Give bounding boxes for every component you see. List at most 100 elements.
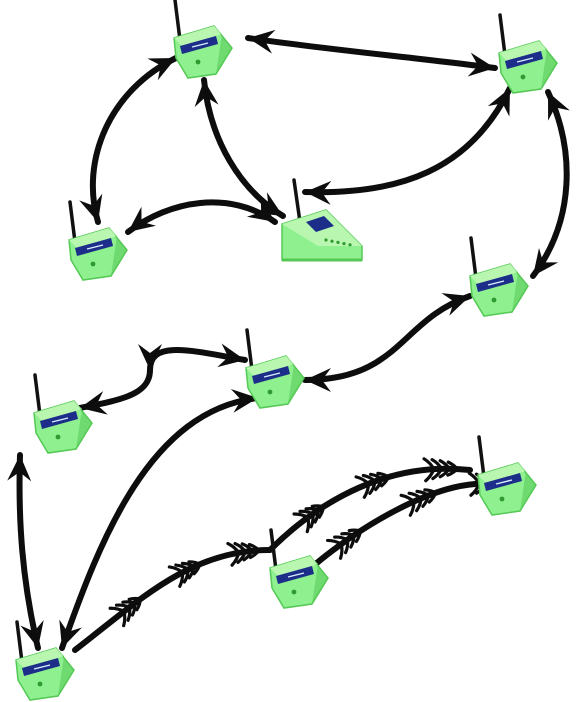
link-n7-n8-barb-1-2b [180, 561, 196, 569]
link-n7-n8-barb-0-1a [126, 605, 132, 622]
sensor-node-n3-top-face [69, 228, 117, 248]
link-n2-n4-arrowhead-end [533, 248, 559, 276]
link-n7-n8-barb-2-3b [247, 542, 261, 552]
sensor-node-n6-top-face [34, 401, 82, 421]
sensor-node-n8-antenna [269, 528, 278, 572]
link-n7-n5 [59, 388, 261, 651]
nodes-layer [15, 0, 558, 701]
link-n8-n9-barb-1-2b [368, 472, 384, 481]
link-n7-n8 [72, 541, 273, 653]
sensor-node-n7-antenna [15, 620, 24, 664]
link-n1-n2-line [245, 35, 498, 71]
link-n8-n10-barb-0-2b [340, 532, 356, 537]
sensor-node-n9-display-glyphs [495, 479, 513, 485]
link-n8-n9-barb-2-2b [438, 459, 451, 471]
link-n8-n10-barb-1-1b [407, 491, 423, 500]
link-n1-n3-arrowhead-end [79, 193, 103, 222]
sensor-node-n6-antenna [33, 373, 42, 417]
link-n1-n3-line [89, 55, 179, 225]
link-n8-n10-barb-0-1b [333, 535, 350, 542]
link-n7-n8-barb-0-0b [108, 606, 126, 614]
link-n8-n9 [267, 457, 473, 553]
sensor-node-n1-display-glyphs [191, 42, 209, 48]
link-n2-n4-arrowhead-start [548, 92, 570, 121]
sensor-node-n7-side-face [56, 648, 74, 696]
link-n7-n8-line [72, 547, 273, 653]
sensor-node-n4 [469, 236, 529, 317]
sensor-node-n4-side-face [510, 264, 528, 312]
link-n3-gw-arrowhead-end [246, 197, 275, 222]
link-n8-n10-barb-1-3b [423, 488, 438, 495]
link-n3-gw [125, 197, 278, 235]
link-n8-n10-line [295, 480, 509, 583]
link-n7-n8-barb-0-2b [121, 600, 137, 605]
sensor-node-n3-antenna [68, 200, 77, 244]
link-n5-n6-arrowhead-start [217, 343, 245, 368]
sensor-node-n2-top-face [499, 41, 547, 61]
sensor-node-n9-side-face [518, 463, 536, 511]
link-n6-n7-arrowhead-end [20, 619, 44, 648]
gateway-node-gw-led-3 [342, 242, 346, 246]
link-n1-n3-arrowhead-start [147, 58, 176, 81]
link-n2-n4-line [530, 89, 570, 279]
link-n8-n9-barb-1-1b [361, 473, 377, 483]
link-n7-n5-arrowhead-end [230, 388, 258, 413]
gateway-node-gw-display [306, 216, 334, 232]
sensor-node-n6 [33, 373, 93, 454]
link-n5-n6 [77, 343, 248, 415]
sensor-node-n2-display-glyphs [516, 57, 534, 63]
link-n5-n6-seg1-arrowhead-end [138, 344, 162, 370]
sensor-node-n9-led [499, 496, 505, 502]
sensor-node-n8-display-glyphs [287, 572, 305, 578]
sensor-node-n4-display-glyphs [487, 280, 505, 286]
sensor-node-n3-display-glyphs [86, 244, 104, 250]
sensor-node-n8-top-face [270, 556, 318, 576]
sensor-node-n3 [68, 200, 128, 281]
link-n1-n2-arrowhead-start [248, 29, 276, 54]
sensor-node-n8-side-face [310, 556, 328, 604]
link-n7-n8-barb-1-1b [174, 563, 190, 572]
link-n8-n9-barb-0-3b [310, 504, 325, 509]
link-n8-n9-line [267, 465, 473, 553]
gateway-node-gw-led-2 [336, 240, 340, 244]
link-n2-gw-line [302, 85, 513, 196]
gateway-node-gw-antenna [292, 178, 302, 224]
link-n1-n2 [245, 29, 498, 77]
link-n4-n5-arrowhead-end [305, 368, 331, 392]
link-n8-n10-barb-1-2b [415, 489, 430, 498]
link-n7-n8-barb-0-3b [127, 596, 142, 601]
sensor-node-n3-led [90, 261, 96, 267]
sensor-node-n6-led [55, 434, 61, 440]
link-n2-gw-arrowhead-start [487, 88, 510, 117]
sensor-node-n3-side-face [109, 228, 127, 276]
link-n8-n9-barb-2-1b [430, 458, 444, 471]
sensor-node-n6-side-face [74, 401, 92, 449]
gateway-node-gw-led-4 [348, 243, 352, 247]
sensor-node-n2-led [520, 74, 526, 80]
link-n3-gw-line [125, 199, 278, 235]
link-n2-n4 [530, 89, 570, 279]
sensor-node-n7 [15, 620, 75, 701]
sensor-node-n2 [498, 13, 558, 94]
link-n8-n9-barb-2-3b [446, 460, 459, 471]
link-n6-n7-arrowhead-start [7, 455, 32, 482]
link-n6-n7 [7, 452, 44, 651]
sensor-node-n4-top-face [470, 264, 518, 284]
sensor-node-n4-antenna [469, 236, 478, 280]
link-n8-n9-barb-2-0b [422, 457, 436, 471]
link-n4-n5-arrowhead-start [441, 293, 470, 316]
sensor-node-n7-display-glyphs [33, 664, 51, 670]
sensor-node-n8 [269, 528, 329, 609]
sensor-node-n8-led [291, 589, 297, 595]
link-n7-n8-barb-1-0b [167, 565, 185, 574]
link-n7-n8-barb-1-3b [187, 560, 202, 566]
link-n1-gw-arrowhead-start [194, 80, 219, 108]
link-n7-n5-arrowhead-start [59, 619, 82, 648]
link-n7-n8-barb-2-1b [233, 541, 247, 554]
link-n5-n6-arrowhead-end [80, 391, 108, 415]
link-n7-n8-barb-0-1b [114, 603, 132, 609]
link-n3-gw-arrowhead-start [128, 206, 156, 232]
link-n7-n5-line [59, 395, 261, 651]
